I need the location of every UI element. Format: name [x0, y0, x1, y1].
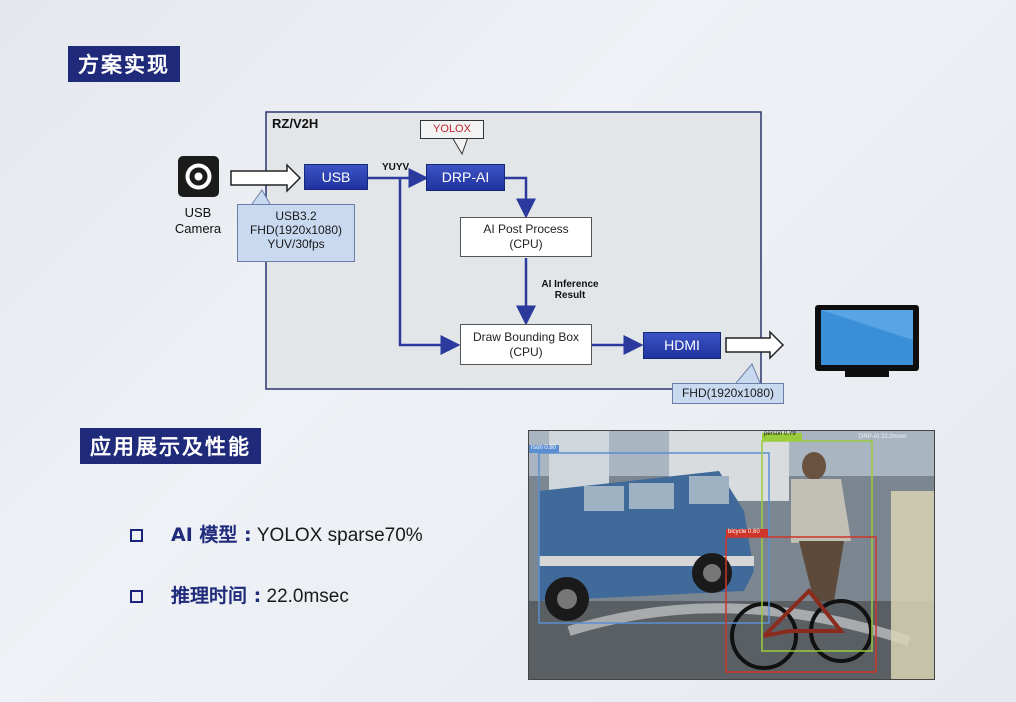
- camera-note-pointer: [251, 189, 271, 205]
- camera-icon: [178, 156, 219, 197]
- input-arrow: [230, 163, 302, 193]
- camera-note-line3: YUV/30fps: [267, 237, 325, 251]
- camera-note-line2: FHD(1920x1080): [249, 223, 343, 237]
- bullet-latency-label: 推理时间 :: [171, 585, 262, 607]
- section-title-implementation: 方案实现: [68, 46, 180, 82]
- label-bicycle: bicycle 0.60: [728, 529, 760, 535]
- bullet-model-value: YOLOX sparse70%: [251, 525, 423, 546]
- inference-result-label: AI Inference Result: [532, 279, 608, 301]
- label-person-2: rson 0.80: [531, 445, 557, 451]
- bullet-model-label: AI 模型 :: [171, 524, 252, 546]
- demo-photo: person 0.79 rson 0.80 bicycle 0.60 DRP-A…: [528, 430, 935, 680]
- post-line2: (CPU): [509, 237, 543, 251]
- section-title-demo: 应用展示及性能: [80, 428, 261, 464]
- draw-line1: Draw Bounding Box: [472, 330, 580, 344]
- yuyv-label: YUYV: [382, 162, 410, 173]
- inference-line2: Result: [554, 290, 586, 301]
- drpai-block: DRP-AI: [427, 165, 504, 190]
- camera-label-line2: Camera: [174, 221, 222, 236]
- drpai-to-post-line: [504, 176, 536, 219]
- inference-time-overlay: DRP-AI 22.0msec: [859, 434, 908, 440]
- draw-line2: (CPU): [509, 345, 543, 359]
- usb-block: USB: [305, 165, 367, 189]
- camera-label: USB Camera: [172, 205, 224, 237]
- bullet-model: AI 模型 : YOLOX sparse70%: [130, 520, 423, 547]
- yolox-callout: YOLOX: [420, 120, 484, 139]
- bullet-square-icon: [130, 590, 143, 604]
- hdmi-block: HDMI: [644, 333, 720, 358]
- output-note-pointer: [735, 363, 761, 384]
- yolox-pointer: [451, 136, 469, 156]
- bullet-square-icon: [130, 529, 143, 543]
- camera-note-line1: USB3.2: [275, 209, 317, 223]
- usb-to-draw-line: [398, 178, 461, 355]
- architecture-diagram: RZ/V2H USB Camera USB3.2 FHD(1920x1080) …: [172, 111, 919, 404]
- demo-photo-scene: [529, 431, 934, 679]
- bullet-latency: 推理时间 : 22.0msec: [130, 581, 349, 608]
- output-arrow: [725, 330, 785, 360]
- output-note: FHD(1920x1080): [672, 383, 784, 404]
- label-person-1: person 0.79: [764, 431, 796, 437]
- inference-line1: AI Inference: [541, 279, 599, 290]
- draw-bbox-block: Draw Bounding Box (CPU): [460, 324, 592, 365]
- post-process-block: AI Post Process (CPU): [460, 217, 592, 257]
- soc-label: RZ/V2H: [272, 116, 319, 131]
- camera-note: USB3.2 FHD(1920x1080) YUV/30fps: [237, 204, 355, 262]
- camera-label-line1: USB: [184, 205, 212, 220]
- monitor-icon: [815, 305, 919, 377]
- post-line1: AI Post Process: [483, 222, 569, 236]
- bullet-latency-value: 22.0msec: [261, 586, 349, 607]
